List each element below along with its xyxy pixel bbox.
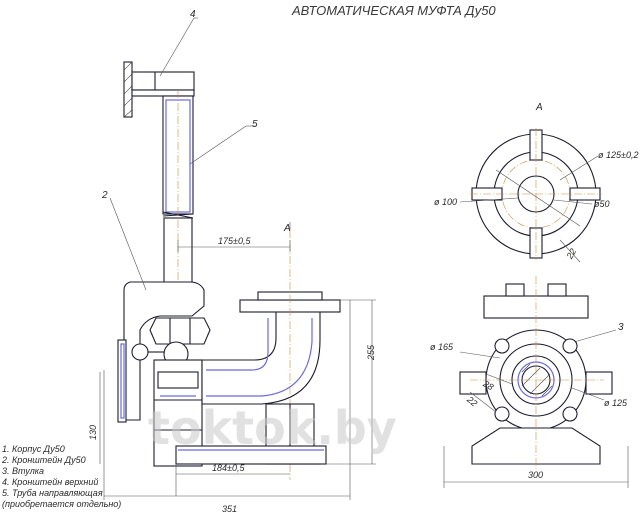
dim-184: 184±0,5 (212, 463, 245, 473)
front-left-lug (459, 371, 487, 395)
front-right-lug (585, 371, 613, 395)
housing-clamp (157, 371, 199, 389)
callout-5: 5 (252, 119, 258, 130)
legend-item-1: 1. Корпус Ду50 (2, 444, 65, 454)
watermark: toktok.by (148, 401, 397, 455)
legend-item-3: 3. Втулка (2, 466, 44, 476)
side-view-dimensions: 175±0,5 A 184±0,5 351 130 255 (88, 222, 376, 514)
dim-22-top: 22 (564, 247, 578, 262)
section-marker-a: A (283, 223, 291, 234)
legend-item-4: 4. Кронштейн верхний (2, 477, 98, 487)
upper-bracket-lip (131, 89, 195, 97)
upper-bracket-arm (131, 71, 195, 91)
callout-3: 3 (618, 322, 624, 333)
callout-4: 4 (190, 9, 196, 20)
dim-130: 130 (88, 425, 98, 440)
dim-165: ø 165 (430, 342, 454, 352)
dim-28: 28 (481, 378, 496, 392)
drawing-title: АВТОМАТИЧЕСКАЯ МУФТА Ду50 (291, 3, 496, 18)
dim-100: ø 100 (434, 197, 457, 207)
elbow-pipe (201, 311, 321, 405)
view-a: A ø 125±0,2 ø 100 ø50 22 (434, 102, 638, 263)
front-view: ø 165 28 22 ø 125 300 (430, 276, 629, 488)
upper-bracket-plate (123, 61, 133, 118)
dim-125: ø 125 (604, 398, 628, 408)
bracket-flange (117, 339, 127, 423)
dim-255: 255 (366, 344, 376, 361)
hex-bolt-head (149, 317, 211, 345)
side-view (117, 61, 341, 480)
parts-legend: 1. Корпус Ду50 2. Кронштейн Ду50 3. Втул… (1, 444, 121, 509)
dim-125-02: ø 125±0,2 (598, 150, 638, 160)
part-callouts: 4 5 2 3 (101, 9, 624, 347)
legend-item-5: 5. Труба направляющая (2, 488, 103, 498)
dim-175: 175±0,5 (218, 236, 251, 246)
dim-22-bottom: 22 (464, 394, 479, 409)
legend-item-5-note: (приобретается отдельно) (2, 499, 121, 509)
legend-item-2: 2. Кронштейн Ду50 (1, 455, 86, 465)
bracket-body (123, 281, 205, 421)
view-a-label: A (535, 102, 543, 113)
callout-2: 2 (101, 190, 108, 201)
dim-50: ø50 (594, 199, 610, 209)
dim-300: 300 (528, 470, 543, 480)
dim-351: 351 (222, 504, 237, 514)
